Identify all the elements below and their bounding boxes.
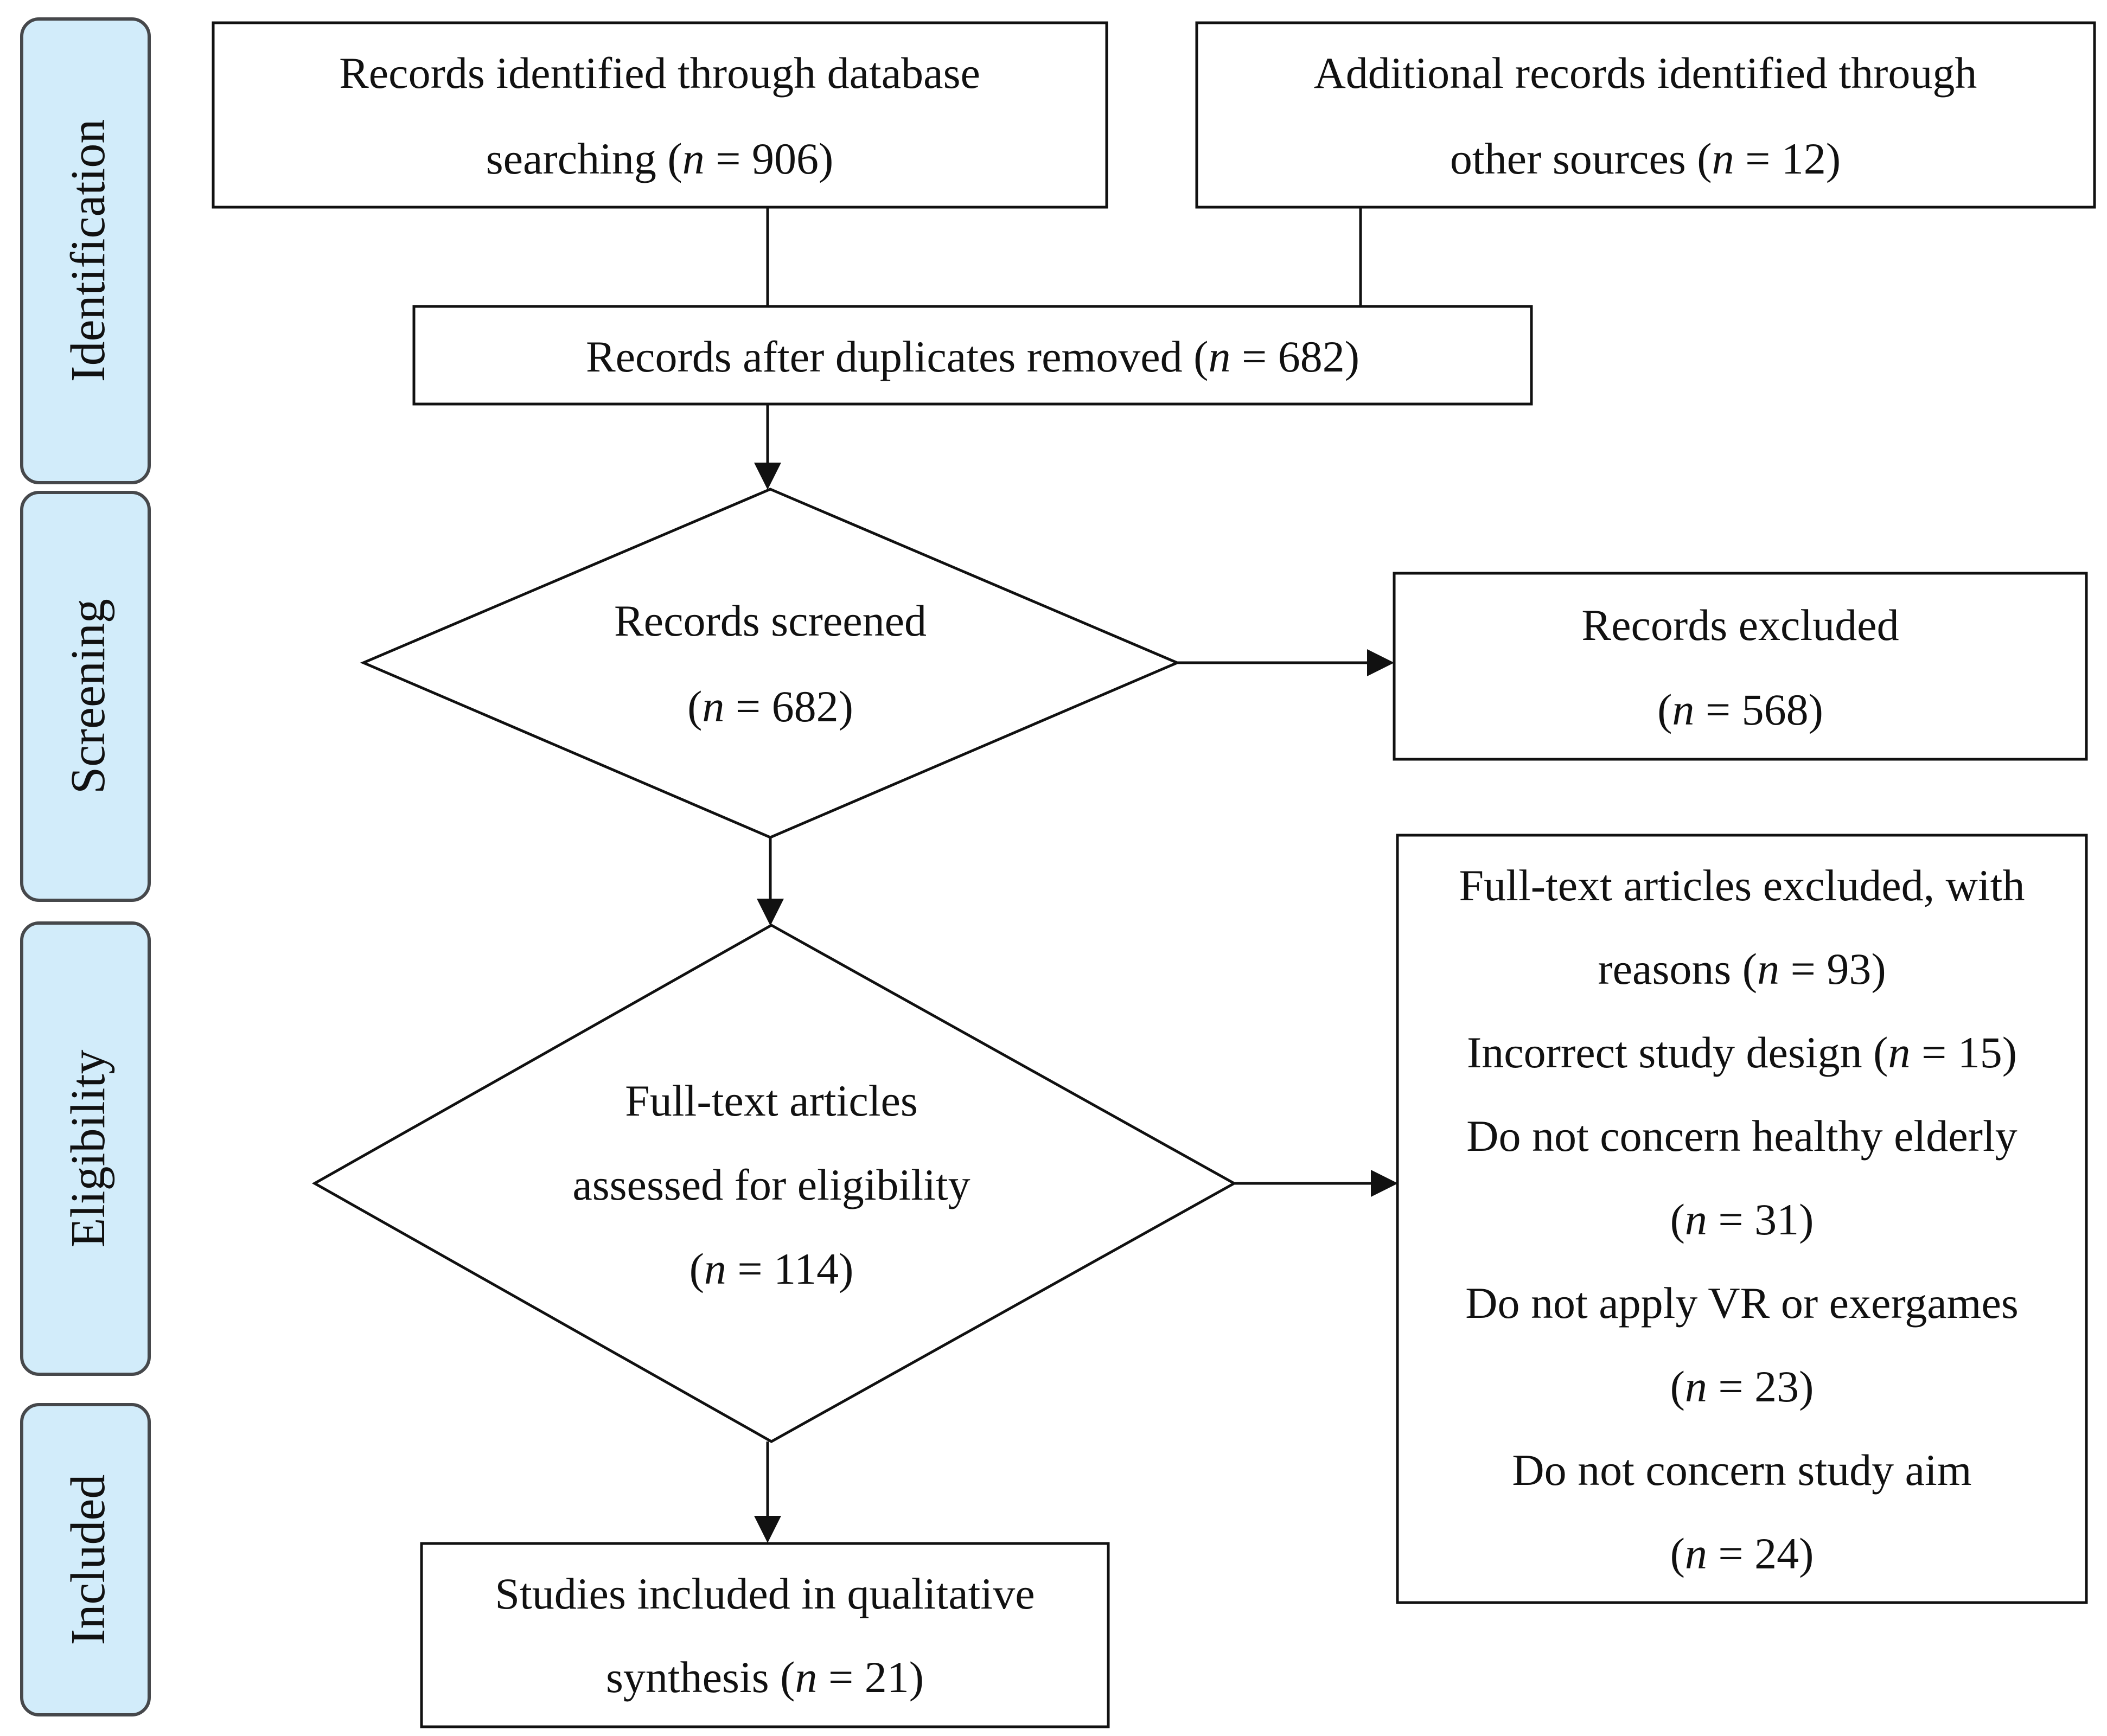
- node-fulltext-diamond: [311, 924, 1237, 1443]
- node-excluded-line2: (n = 568): [1657, 685, 1823, 734]
- phase-eligibility: Eligibility: [20, 921, 151, 1376]
- phase-identification-box: [20, 17, 151, 484]
- node-included-studies-box: [420, 1542, 1110, 1728]
- node-excluded-line1: Records excluded: [1581, 600, 1899, 650]
- phase-included-label: Included: [61, 1475, 115, 1645]
- node-db-search-line2: searching (n = 906): [486, 134, 834, 183]
- node-other-sources-line2: other sources (n = 12): [1450, 134, 1841, 183]
- node-fulltext-excluded-line9: (n = 24): [1670, 1529, 1814, 1578]
- phase-included-box: [20, 1403, 151, 1716]
- phase-screening: Screening: [20, 491, 151, 902]
- node-db-search-box: [212, 21, 1108, 209]
- phase-identification: Identification: [20, 17, 151, 484]
- node-fulltext-excluded-line4: Do not concern healthy elderly: [1466, 1111, 2017, 1161]
- node-fulltext-excluded-line3: Incorrect study design (n = 15): [1467, 1028, 2017, 1077]
- node-dedup-box: [412, 305, 1533, 406]
- node-dedup: Records after duplicates removed (n = 68…: [412, 305, 1533, 406]
- node-fulltext: Full-text articles assessed for eligibil…: [311, 924, 1237, 1443]
- node-screened: Records screened (n = 682): [360, 488, 1181, 839]
- node-included-studies-line2: synthesis (n = 21): [606, 1652, 924, 1702]
- node-fulltext-excluded-line5: (n = 31): [1670, 1195, 1814, 1244]
- node-fulltext-excluded: Full-text articles excluded, with reason…: [1396, 834, 2088, 1604]
- node-excluded: Records excluded (n = 568): [1393, 572, 2088, 761]
- phase-eligibility-box: [20, 921, 151, 1376]
- node-fulltext-line3: (n = 114): [689, 1244, 854, 1293]
- node-fulltext-excluded-line8: Do not concern study aim: [1512, 1445, 1971, 1495]
- phase-screening-label: Screening: [61, 599, 115, 794]
- node-screened-line1: Records screened: [614, 596, 927, 645]
- node-db-search-line1: Records identified through database: [339, 48, 980, 98]
- node-other-sources: Additional records identified through ot…: [1195, 21, 2096, 209]
- node-fulltext-excluded-line7: (n = 23): [1670, 1362, 1814, 1411]
- node-screened-line2: (n = 682): [687, 682, 853, 731]
- node-screened-diamond: [360, 488, 1181, 839]
- node-fulltext-line2: assessed for eligibility: [572, 1160, 970, 1209]
- phase-identification-label: Identification: [61, 119, 115, 382]
- node-fulltext-line1: Full-text articles: [625, 1076, 918, 1125]
- node-excluded-box: [1393, 572, 2088, 761]
- phase-eligibility-label: Eligibility: [61, 1049, 115, 1247]
- node-fulltext-excluded-line6: Do not apply VR or exergames: [1465, 1278, 2019, 1328]
- node-fulltext-excluded-line1: Full-text articles excluded, with: [1459, 861, 2025, 910]
- phase-included: Included: [20, 1403, 151, 1716]
- node-included-studies: Studies included in qualitative synthesi…: [420, 1542, 1110, 1728]
- node-db-search: Records identified through database sear…: [212, 21, 1108, 209]
- node-fulltext-excluded-line2: reasons (n = 93): [1598, 944, 1886, 994]
- node-other-sources-box: [1195, 21, 2096, 209]
- node-included-studies-line1: Studies included in qualitative: [495, 1569, 1035, 1618]
- node-dedup-line1: Records after duplicates removed (n = 68…: [586, 332, 1359, 381]
- node-other-sources-line1: Additional records identified through: [1314, 48, 1977, 98]
- node-fulltext-excluded-box: [1396, 834, 2088, 1604]
- phase-screening-box: [20, 491, 151, 902]
